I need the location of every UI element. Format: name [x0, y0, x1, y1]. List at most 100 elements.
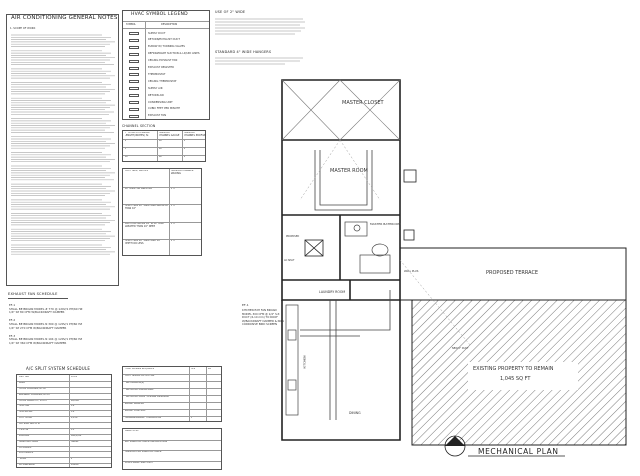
ef1-callout-line: KITCHEN EXH FAN BROAN — [242, 308, 277, 312]
exhaust-fan-spec: SHALL BE BROAN MODEL N 104 @ 120V/1 PH/6… — [9, 337, 83, 342]
exhaust-fan-spec: 1/4" SP 80 CFM W/BACKDRAFT DAMPER — [9, 310, 65, 315]
legend-col-description: DESCRIPTION — [161, 23, 178, 26]
table-cell: REFRIGERANT — [18, 464, 36, 467]
table-cell: 5.0 — [70, 411, 75, 414]
exhaust-fan-spec: 1/4" SP 360 CFM W/BACKDRAFT DAMPER — [9, 340, 67, 345]
table-cell: 1,550 — [70, 417, 78, 420]
table-cell: HVAC DESIGN REQUIRES — [124, 368, 154, 370]
legend-item: RETURN/EXHAUST DUCT — [123, 37, 211, 44]
table-cell: WIDTH BETWEEN 18" & 10" AND GREATER THAN… — [124, 222, 164, 228]
north-arrow-icon — [444, 435, 466, 457]
exhaust-fan-schedule-title: EXHAUST FAN SCHEDULE — [8, 292, 58, 296]
room-label-master-bathroom: MASTER BATHROOM — [370, 222, 401, 226]
legend-label: REFRIGERANT SUCTION & LIQUID LINES — [148, 52, 200, 56]
room-label-terrace: PROPOSED TERRACE — [486, 270, 539, 276]
bathroom-fixtures — [344, 221, 391, 274]
ef1-callout-line: DUCT (6-10 mm) TO ROOF — [242, 315, 278, 320]
table-cell: CU MODEL — [18, 446, 32, 449]
legend-symbol-icon — [129, 94, 139, 98]
table-cell: 18 — [158, 140, 162, 142]
callout-ac-split: AC SPLIT — [284, 259, 295, 262]
room-label-master-room: MASTER ROOM — [330, 168, 368, 174]
ef1-tag: EF-1 — [242, 303, 249, 307]
table-header-cell: MAXIMUM HANGER SPACING — [170, 170, 194, 175]
callout-new-duct: NEW 5" DUCT — [452, 347, 469, 350]
table-cell: 18 — [124, 156, 128, 158]
room-label-existing-area: 1,045 SQ FT — [500, 376, 531, 382]
room-label-dining: DINING — [349, 411, 361, 415]
use-of-wide-note: USE OF 2" WIDE STANDARD 4" WIDE HANGERS — [215, 10, 310, 72]
table-cell: 4" — [183, 148, 187, 150]
channel-table: IF TOTAL EXTENSION LENGTH(INCHES) IS: MIN… — [122, 130, 206, 162]
room-label-master-closet: MASTER CLOSET — [342, 100, 384, 106]
table-cell: FIRE RATED ROOF CEILING ASSEMBLY — [124, 396, 170, 398]
house-walls — [281, 79, 401, 441]
legend-symbol-icon — [129, 87, 139, 91]
table-cell: TOTAL CAPACITY, BTUH — [18, 399, 47, 402]
legend-label: RETURN/EXHAUST DUCT — [148, 38, 180, 42]
legend-item: EXHAUST FAN — [123, 113, 211, 120]
legend-item: CONDENSING UNIT — [123, 99, 211, 106]
table-cell: VOLTAGE — [18, 434, 30, 437]
table-cell: SENSIBLE COOLING, BTUH — [18, 393, 51, 396]
plan-title: MECHANICAL PLAN — [478, 447, 559, 456]
legend-label: EXHAUST REGISTER — [148, 66, 174, 69]
table-cell: FIRE RATED ENCLOSURE — [124, 389, 154, 391]
table-header-cell: MINIMUM CHANNEL GAUGE — [158, 132, 180, 137]
room-label-existing-property: EXISTING PROPERTY TO REMAIN — [473, 366, 554, 372]
exhaust-fan-tag: EF-2 — [9, 318, 16, 323]
table-cell: 8 FT — [170, 222, 176, 225]
table-cell: E.S.P. IN — [18, 428, 29, 431]
table-cell: 8 FT — [170, 187, 176, 190]
split-schedule-title: A/C SPLIT SYSTEM SCHEDULE — [26, 366, 91, 371]
table-cell: SMOKE DAMPER — [124, 403, 144, 405]
table-cell: LESS THAN 18" WIDE AND 16" DEPTH OR LESS — [124, 240, 161, 246]
table-cell: 1" — [70, 458, 74, 461]
ef1-callout-line: CORROSIVE BIRD SCREEN — [242, 322, 278, 327]
table-header-cell: IF TOTAL EXTENSION LENGTH(INCHES) IS: — [124, 132, 150, 137]
legend-col-symbol: SYMBOL — [126, 23, 136, 26]
legend-item: THERMOSTAT — [123, 71, 211, 78]
table-cell: 16 — [158, 156, 162, 158]
table-cell: PROGRAMMABLE THERMOSTAT — [124, 417, 162, 419]
table-cell: YES — [190, 368, 196, 370]
condensing-unit-icons — [403, 169, 417, 241]
exhaust-fan-tag: EF-3 — [9, 333, 16, 338]
channel-section: CHANNEL SECTION IF TOTAL EXTENSION LENGT… — [122, 124, 206, 164]
table-cell: AHU MODEL — [18, 452, 34, 455]
table-cell: TOTAL COOLING, BTUH — [18, 387, 47, 390]
symbol-legend-title: HVAC SYMBOL LEGEND — [131, 12, 188, 17]
table-cell: 0.5 — [70, 428, 75, 431]
table-cell: SEE MANUFACTURER INSTALLATION — [124, 440, 168, 443]
table-cell: HEATER KW — [18, 411, 33, 414]
legend-symbol-icon — [129, 101, 139, 104]
use-of-wide-title: USE OF 2" WIDE — [215, 10, 246, 14]
legend-label: CEILING EXHAUST FAN — [148, 59, 178, 63]
legend-item: CUBIC FEET PER MINUTE — [123, 106, 211, 113]
table-cell: FIRE DAMPER(S) — [124, 382, 145, 384]
table-cell: 18 — [158, 148, 162, 150]
legend-label: RETURN AIR — [148, 93, 164, 97]
exhaust-fan-tag: EF-1 — [9, 303, 16, 307]
table-header-cell: DUCT SIZE, INCHES — [124, 170, 148, 172]
table-cell: CFM TOTAL — [18, 417, 32, 420]
legend-item: CEILING EXHAUST FAN — [123, 58, 211, 65]
table-cell: LESS THAN 18" WIDE AND GREATER THAN 10" — [124, 205, 168, 210]
table-cell: 6 — [124, 148, 127, 150]
table-cell: 4 FT — [170, 240, 176, 243]
legend-label: CEILING THERMOSTAT — [148, 79, 177, 83]
channel-section-title: CHANNEL SECTION — [122, 124, 156, 128]
exhaust-fan-spec: SHALL BE BROAN MODEL # 770 @ 120V/1 PH/6… — [9, 306, 83, 311]
legend-symbol-icon — [129, 38, 139, 42]
table-cell: TRANE — [70, 440, 79, 443]
exhaust-fan-spec: SHALL BE BROAN MODEL N 300 @ 120V/1 PH/6… — [9, 321, 83, 326]
closet-diagonals — [281, 79, 401, 141]
use-of-wide-text-lines — [215, 18, 305, 65]
